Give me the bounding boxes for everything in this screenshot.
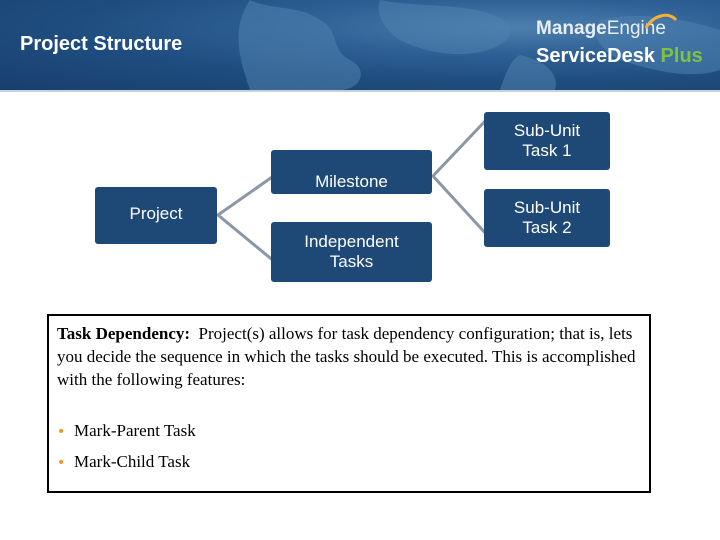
logo-plus: Plus — [660, 45, 703, 67]
page-title: Project Structure — [20, 33, 183, 55]
banner-underline — [0, 90, 720, 92]
sub-unit-task-1-label-line1: Sub-Unit — [513, 121, 581, 140]
list-item: • Mark-Child Task — [57, 451, 190, 474]
list-item: • Mark-Parent Task — [57, 420, 196, 443]
manageengine-servicedesk-logo: ManageEngine ServiceDesk Plus — [536, 12, 706, 78]
independent-tasks-label-line2: Tasks — [329, 252, 374, 271]
sub-unit-task-1-label-line2: Task 1 — [522, 141, 572, 160]
logo-servicedesk: ServiceDesk — [536, 45, 655, 67]
connector-project-branch — [215, 173, 276, 264]
connector-milestone-branch — [430, 116, 490, 238]
bullet-icon: • — [57, 424, 66, 440]
list-item-label: Mark-Child Task — [74, 452, 191, 471]
sub-unit-task-2-label-line1: Sub-Unit — [513, 198, 581, 217]
logo-swoosh-icon — [644, 13, 678, 29]
task-dependency-note: Task Dependency: Project(s) allows for t… — [47, 314, 651, 493]
sub-unit-task-2-label-line2: Task 2 — [522, 218, 572, 237]
milestone-node-label: Milestone — [315, 172, 388, 191]
milestone-node: Milestone — [271, 150, 432, 194]
note-heading: Task Dependency: — [57, 324, 191, 343]
sub-unit-task-2-node: Sub-Unit Task 2 — [484, 189, 610, 247]
world-map-background — [238, 0, 720, 90]
note-paragraph: Task Dependency: Project(s) allows for t… — [57, 322, 647, 391]
list-item-label: Mark-Parent Task — [74, 421, 196, 440]
independent-tasks-label-line1: Independent — [304, 232, 399, 251]
note-body: Project(s) allows for task dependency co… — [57, 324, 636, 389]
logo-manage: Manage — [536, 18, 607, 39]
logo-product-line: ServiceDesk Plus — [536, 45, 703, 68]
bullet-icon: • — [57, 455, 66, 471]
independent-tasks-node: Independent Tasks — [271, 222, 432, 282]
sub-unit-task-1-node: Sub-Unit Task 1 — [484, 112, 610, 170]
project-node: Project — [95, 187, 217, 244]
project-node-label: Project — [129, 203, 183, 223]
header-banner: Project Structure ManageEngine ServiceDe… — [0, 0, 720, 90]
